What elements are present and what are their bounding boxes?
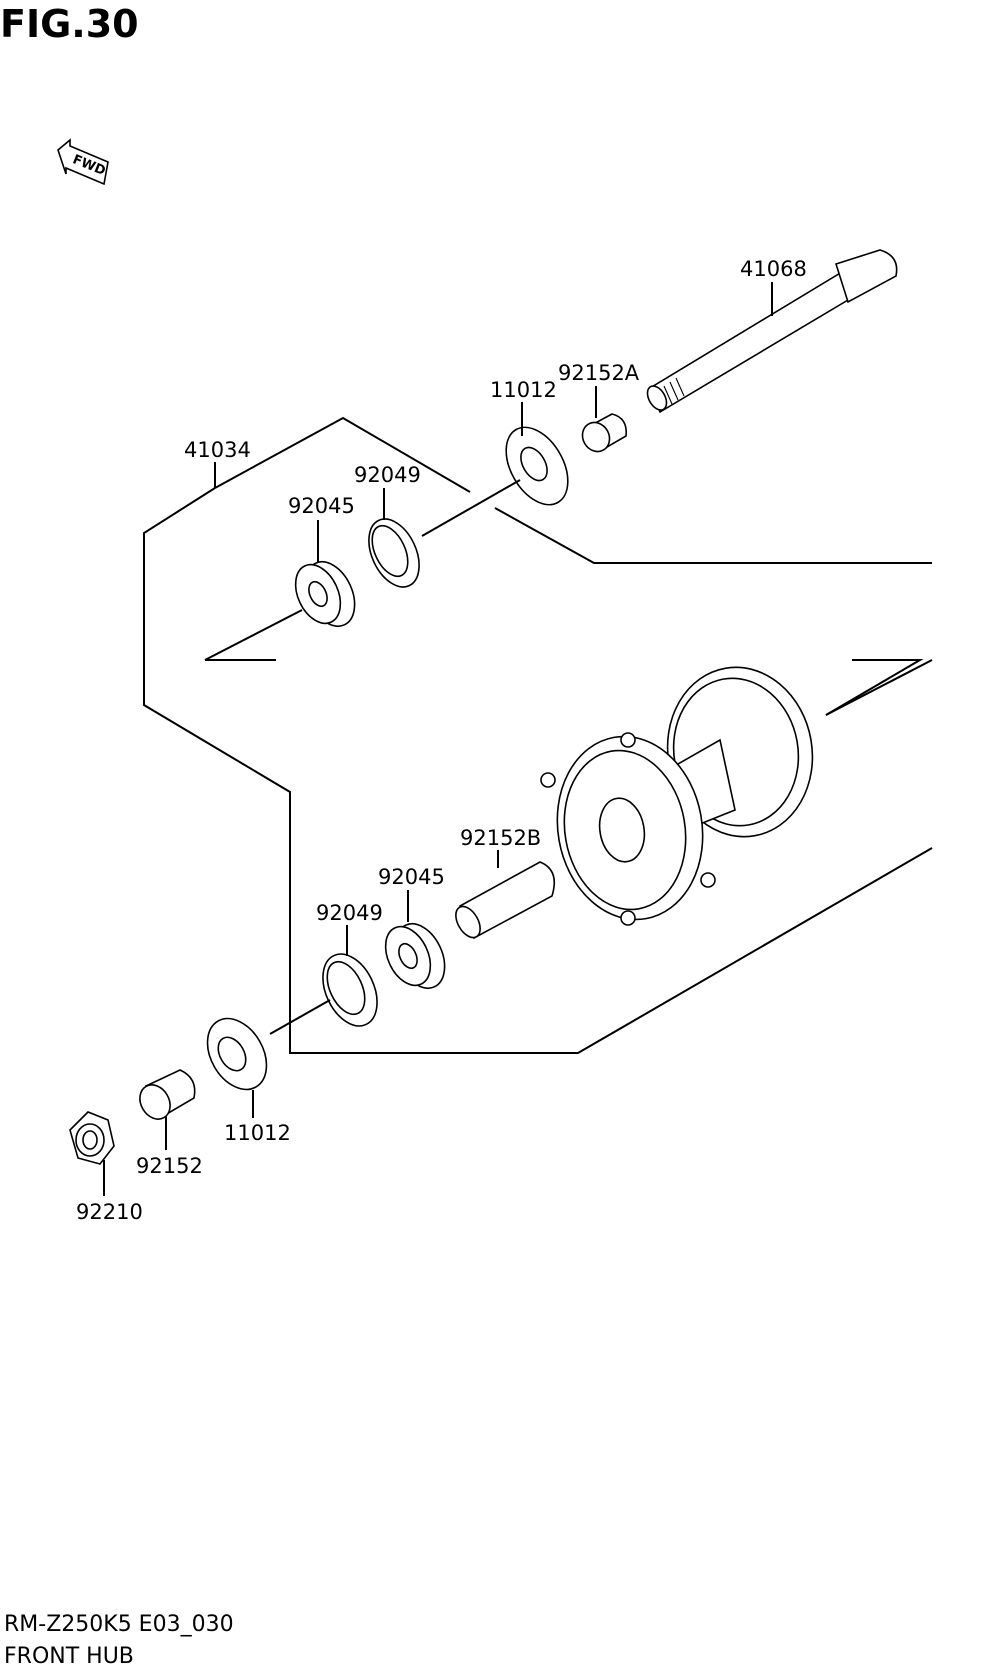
axis-line-top-1: [421, 479, 521, 537]
bearing-92045-top: [294, 561, 356, 627]
axis-line-top-2: [204, 609, 303, 661]
label-41068: 41068: [740, 257, 807, 281]
label-92210: 92210: [76, 1200, 143, 1224]
dust-seal-11012-top: [505, 426, 569, 506]
spacer-92152a: [581, 413, 628, 453]
label-92152: 92152: [136, 1154, 203, 1178]
model-code: RM-Z250K5 E03_030: [4, 1612, 234, 1637]
label-92045-top: 92045: [288, 494, 355, 518]
label-92049-bottom: 92049: [316, 901, 383, 925]
leader-lines: [103, 282, 773, 1196]
fwd-arrow-icon: FWD: [57, 138, 109, 186]
label-11012-top: 11012: [490, 378, 557, 402]
axis-line-hub: [825, 659, 933, 716]
axle-41068: [646, 249, 898, 414]
figure-name: FRONT HUB: [4, 1644, 134, 1669]
label-92049-top: 92049: [354, 463, 421, 487]
label-11012-bottom: 11012: [224, 1121, 291, 1145]
assembly-outline: [143, 416, 933, 1054]
label-92045-bottom: 92045: [378, 865, 445, 889]
oil-seal-92049-top: [368, 518, 420, 588]
spacer-92152b: [455, 861, 556, 940]
oil-seal-92049-bottom: [322, 953, 378, 1027]
nut-92210: [69, 1111, 115, 1165]
label-92152b: 92152B: [460, 826, 541, 850]
front-hub-body: [540, 666, 814, 926]
bearing-92045-bottom: [384, 923, 446, 989]
dust-seal-11012-bottom: [206, 1017, 268, 1091]
spacer-92152: [139, 1069, 196, 1120]
axis-line-bottom: [269, 999, 331, 1035]
figure-title: FIG.30: [0, 2, 139, 46]
label-41034: 41034: [184, 438, 251, 462]
label-92152a: 92152A: [558, 361, 640, 385]
